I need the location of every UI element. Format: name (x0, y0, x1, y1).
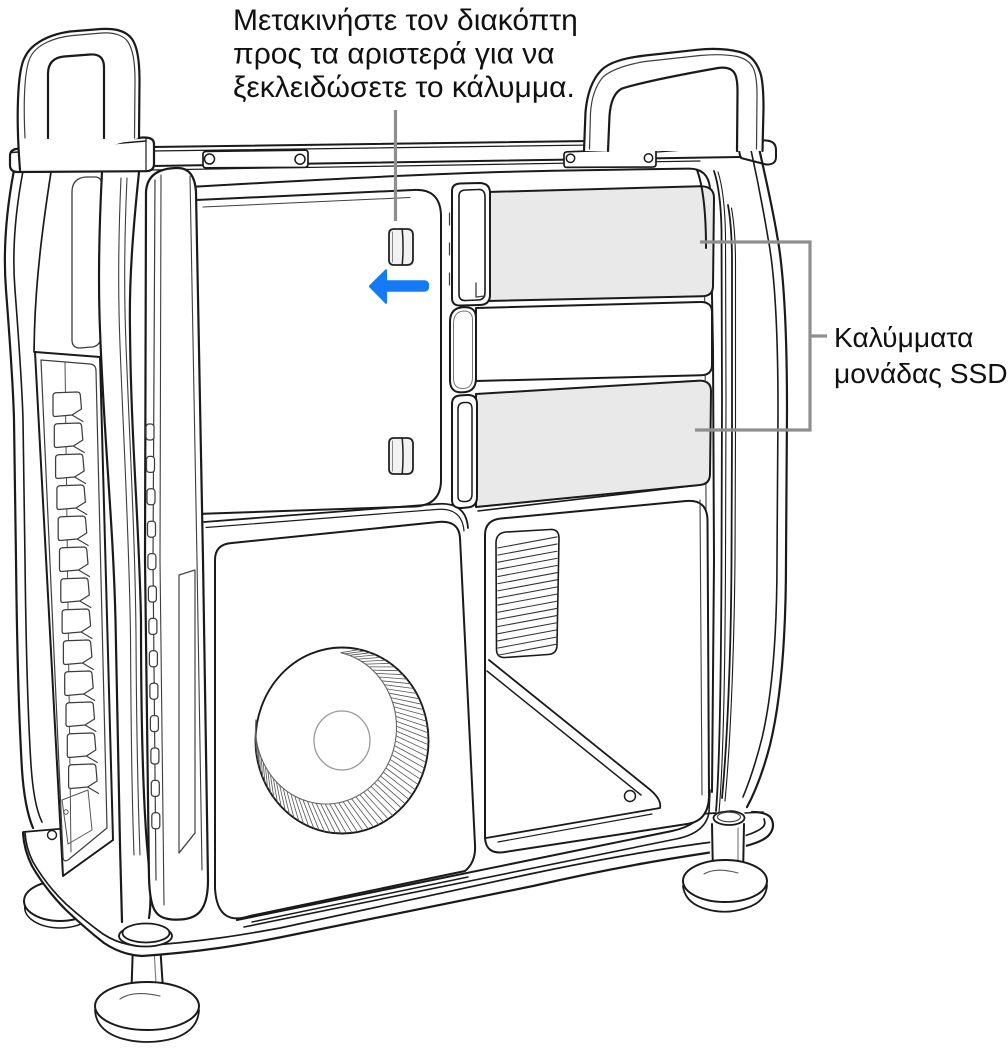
svg-text:προς τα αριστερά για να: προς τα αριστερά για να (233, 38, 555, 71)
svg-text:Μετακινήστε τον διακόπτη: Μετακινήστε τον διακόπτη (233, 4, 578, 37)
svg-text:μονάδας SSD: μονάδας SSD (834, 357, 1008, 389)
svg-text:Καλύμματα: Καλύμματα (834, 321, 973, 353)
svg-text:ξεκλειδώσετε το κάλυμμα.: ξεκλειδώσετε το κάλυμμα. (233, 71, 575, 104)
